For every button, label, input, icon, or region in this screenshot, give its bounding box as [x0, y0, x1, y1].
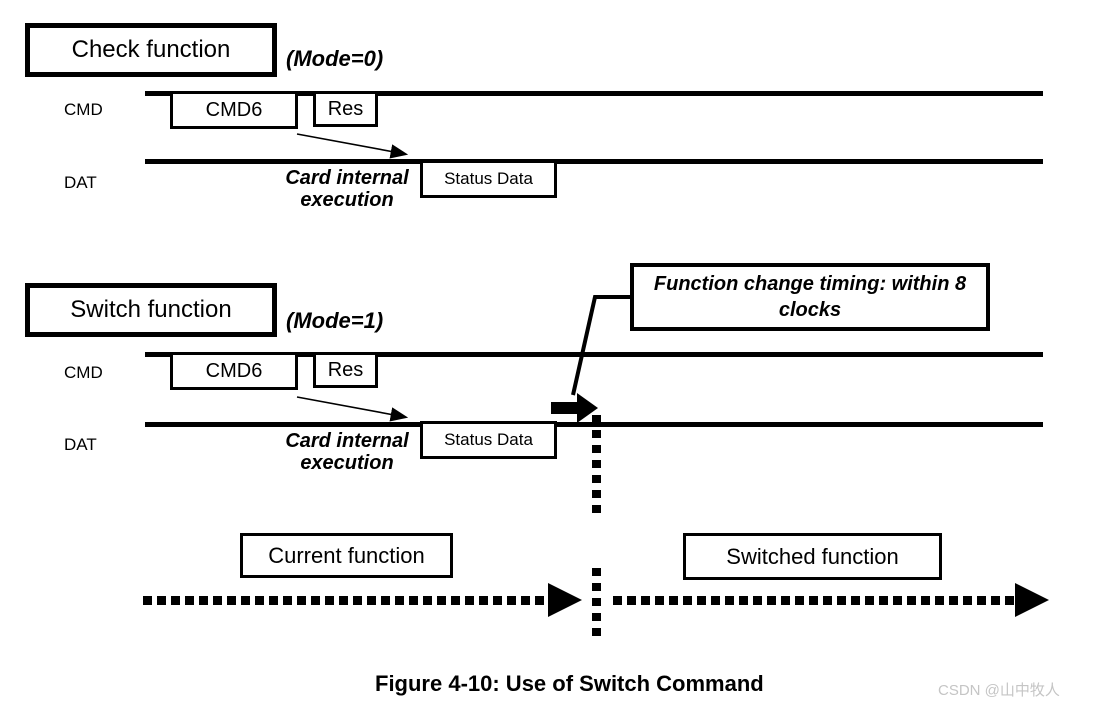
card-internal-execution-label-check: Card internal execution [262, 167, 432, 211]
mode1-label: (Mode=1) [286, 308, 384, 333]
current-function-box: Current function [240, 533, 453, 578]
execution-arrow-icon-switch [296, 396, 409, 422]
cmd6-box-switch: CMD6 [170, 352, 298, 390]
current-function-flow-arrowhead-icon [548, 583, 582, 617]
check-function-title-box: Check function [25, 23, 277, 77]
cmd-line-switch [145, 352, 1043, 357]
switch-function-title: Switch function [70, 296, 232, 323]
switched-function-box: Switched function [683, 533, 942, 580]
res-label-switch: Res [327, 358, 364, 381]
exec-line1-switch: Card internal [285, 430, 409, 452]
mode0-label: (Mode=0) [286, 46, 384, 71]
cmd6-box-check: CMD6 [170, 91, 298, 129]
switched-function-flow-line [613, 596, 1015, 605]
function-change-boundary-line-upper [592, 415, 601, 515]
res-label-check: Res [327, 97, 364, 120]
dat-bus-label-switch: DAT [64, 435, 97, 454]
function-change-callout-box: Function change timing: within 8 clocks [630, 263, 990, 331]
status-data-label-switch: Status Data [444, 430, 533, 449]
function-change-arrow-icon [551, 393, 598, 423]
cmd6-label-check: CMD6 [205, 98, 263, 121]
status-data-box-check: Status Data [420, 160, 557, 198]
exec-line2-switch: execution [300, 452, 394, 474]
function-change-boundary-line-lower [592, 568, 601, 640]
exec-line2-check: execution [300, 189, 394, 211]
res-box-switch: Res [313, 352, 378, 388]
callout-line1: Function change timing: within 8 [653, 273, 967, 295]
execution-arrow-icon-check [296, 133, 409, 159]
callout-connector-line [571, 295, 630, 396]
dat-bus-label-check: DAT [64, 173, 97, 192]
switch-function-title-box: Switch function [25, 283, 277, 337]
status-data-box-switch: Status Data [420, 421, 557, 459]
res-box-check: Res [313, 91, 378, 127]
cmd-line-check [145, 91, 1043, 96]
current-function-flow-line [143, 596, 548, 605]
card-internal-execution-label-switch: Card internal execution [262, 430, 432, 474]
switched-function-flow-arrowhead-icon [1015, 583, 1049, 617]
switched-function-label: Switched function [726, 543, 899, 569]
current-function-label: Current function [268, 542, 425, 568]
cmd-bus-label-switch: CMD [64, 363, 103, 382]
dat-line-check [145, 159, 1043, 164]
figure-caption: Figure 4-10: Use of Switch Command [375, 671, 764, 696]
check-function-title: Check function [71, 36, 231, 63]
watermark: CSDN @山中牧人 [938, 682, 1060, 699]
status-data-label-check: Status Data [444, 169, 533, 188]
exec-line1-check: Card internal [285, 167, 409, 189]
callout-line2: clocks [778, 299, 842, 321]
cmd6-label-switch: CMD6 [205, 359, 263, 382]
cmd-bus-label-check: CMD [64, 100, 103, 119]
